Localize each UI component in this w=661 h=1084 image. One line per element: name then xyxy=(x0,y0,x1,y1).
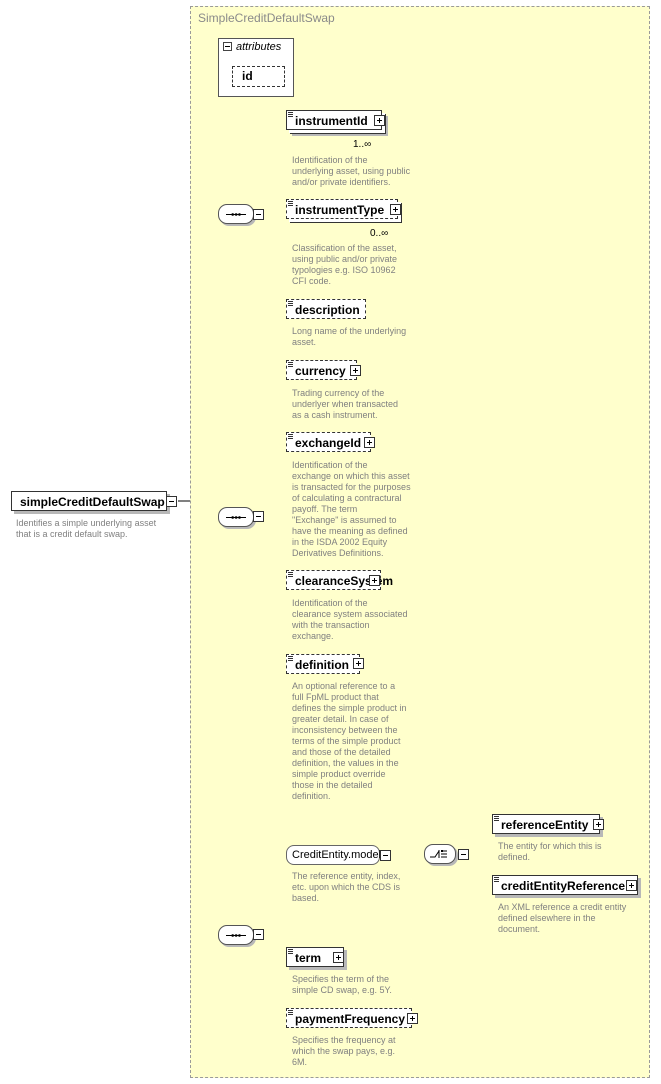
element-doc-icon xyxy=(288,362,293,367)
paymentFrequency-description: Specifies the frequency at which the swa… xyxy=(292,1035,396,1067)
description-description: Long name of the underlying asset. xyxy=(292,326,407,347)
complex-type-container xyxy=(190,6,650,1078)
group-CreditEntity-model[interactable]: CreditEntity.model xyxy=(286,845,382,865)
instrumentId-occurs: 1..∞ xyxy=(353,139,372,150)
element-creditEntityReference[interactable]: creditEntityReference xyxy=(492,875,638,895)
creditEntityReference-expand-icon[interactable] xyxy=(626,880,637,891)
term-expand-icon[interactable] xyxy=(333,952,344,963)
root-element-simpleCreditDefaultSwap[interactable]: simpleCreditDefaultSwap xyxy=(11,491,167,511)
complex-type-title: SimpleCreditDefaultSwap xyxy=(198,11,335,25)
element-label: creditEntityReference xyxy=(501,879,626,893)
element-exchangeId[interactable]: exchangeId xyxy=(286,432,371,452)
instrumentId-description: Identification of the underlying asset, … xyxy=(292,155,411,187)
attributes-label: attributes xyxy=(236,41,282,53)
instrumentId-expand-icon[interactable] xyxy=(374,115,385,126)
sequence-compositor-2[interactable] xyxy=(218,507,254,527)
root-element-label: simpleCreditDefaultSwap xyxy=(20,495,165,509)
paymentFrequency-expand-icon[interactable] xyxy=(407,1013,418,1024)
choice-compositor[interactable] xyxy=(424,844,456,864)
choice-icon xyxy=(430,850,447,858)
element-label: clearanceSystem xyxy=(295,574,394,588)
referenceEntity-description: The entity for which this is defined. xyxy=(498,841,602,862)
sequence-compositor-3[interactable] xyxy=(218,925,254,945)
attributes-collapse-icon[interactable] xyxy=(223,42,232,51)
element-doc-icon xyxy=(494,816,499,821)
exchangeId-expand-icon[interactable] xyxy=(364,437,375,448)
element-term[interactable]: term xyxy=(286,947,344,967)
creditEntityReference-description: An XML reference a credit entity defined… xyxy=(498,902,627,934)
sequence-icon xyxy=(226,213,246,216)
sequence-2-collapse-icon[interactable] xyxy=(253,511,264,522)
element-doc-icon xyxy=(288,301,293,306)
element-referenceEntity[interactable]: referenceEntity xyxy=(492,814,600,834)
sequence-icon xyxy=(226,934,246,937)
element-label: definition xyxy=(295,658,349,672)
root-description: Identifies a simple underlying asset tha… xyxy=(16,518,157,539)
sequence-1-collapse-icon[interactable] xyxy=(253,209,264,220)
element-instrumentType[interactable]: instrumentType xyxy=(286,199,398,219)
instrumentType-description: Classification of the asset, using publi… xyxy=(292,243,398,286)
element-label: description xyxy=(295,303,360,317)
element-doc-icon xyxy=(494,877,499,882)
group-label: CreditEntity.model xyxy=(292,849,382,861)
instrumentType-occurs: 0..∞ xyxy=(370,228,389,239)
sequence-icon xyxy=(226,516,246,519)
element-label: exchangeId xyxy=(295,436,362,450)
element-instrumentId[interactable]: instrumentId xyxy=(286,110,382,130)
root-collapse-icon[interactable] xyxy=(166,496,177,507)
term-description: Specifies the term of the simple CD swap… xyxy=(292,974,392,995)
element-doc-icon xyxy=(288,112,293,117)
element-clearanceSystem[interactable]: clearanceSystem xyxy=(286,570,393,590)
sequence-3-collapse-icon[interactable] xyxy=(253,929,264,940)
element-doc-icon xyxy=(288,201,293,206)
definition-description: An optional reference to a full FpML pro… xyxy=(292,681,407,801)
element-doc-icon xyxy=(288,656,293,661)
element-label: currency xyxy=(295,364,346,378)
element-label: instrumentId xyxy=(295,114,368,128)
attribute-id[interactable]: id xyxy=(232,66,285,87)
element-currency[interactable]: currency xyxy=(286,360,357,380)
clearanceSystem-description: Identification of the clearance system a… xyxy=(292,598,408,641)
definition-expand-icon[interactable] xyxy=(353,658,364,669)
element-doc-icon xyxy=(288,572,293,577)
element-definition[interactable]: definition xyxy=(286,654,360,674)
element-label: instrumentType xyxy=(295,203,385,217)
instrumentType-expand-icon[interactable] xyxy=(390,204,401,215)
element-label: term xyxy=(295,951,322,965)
element-label: referenceEntity xyxy=(501,818,589,832)
currency-expand-icon[interactable] xyxy=(350,365,361,376)
currency-description: Trading currency of the underlyer when t… xyxy=(292,388,399,420)
element-doc-icon xyxy=(288,434,293,439)
element-paymentFrequency[interactable]: paymentFrequency xyxy=(286,1008,412,1028)
exchangeId-description: Identification of the exchange on which … xyxy=(292,460,411,558)
creditEntity-model-description: The reference entity, index, etc. upon w… xyxy=(292,871,401,903)
referenceEntity-expand-icon[interactable] xyxy=(593,819,604,830)
choice-collapse-icon[interactable] xyxy=(458,849,469,860)
creditEntity-model-collapse-icon[interactable] xyxy=(380,850,391,861)
clearanceSystem-expand-icon[interactable] xyxy=(369,575,380,586)
sequence-compositor-1[interactable] xyxy=(218,204,254,224)
element-description[interactable]: description xyxy=(286,299,366,319)
element-doc-icon xyxy=(288,1010,293,1015)
element-doc-icon xyxy=(288,949,293,954)
element-label: paymentFrequency xyxy=(295,1012,406,1026)
